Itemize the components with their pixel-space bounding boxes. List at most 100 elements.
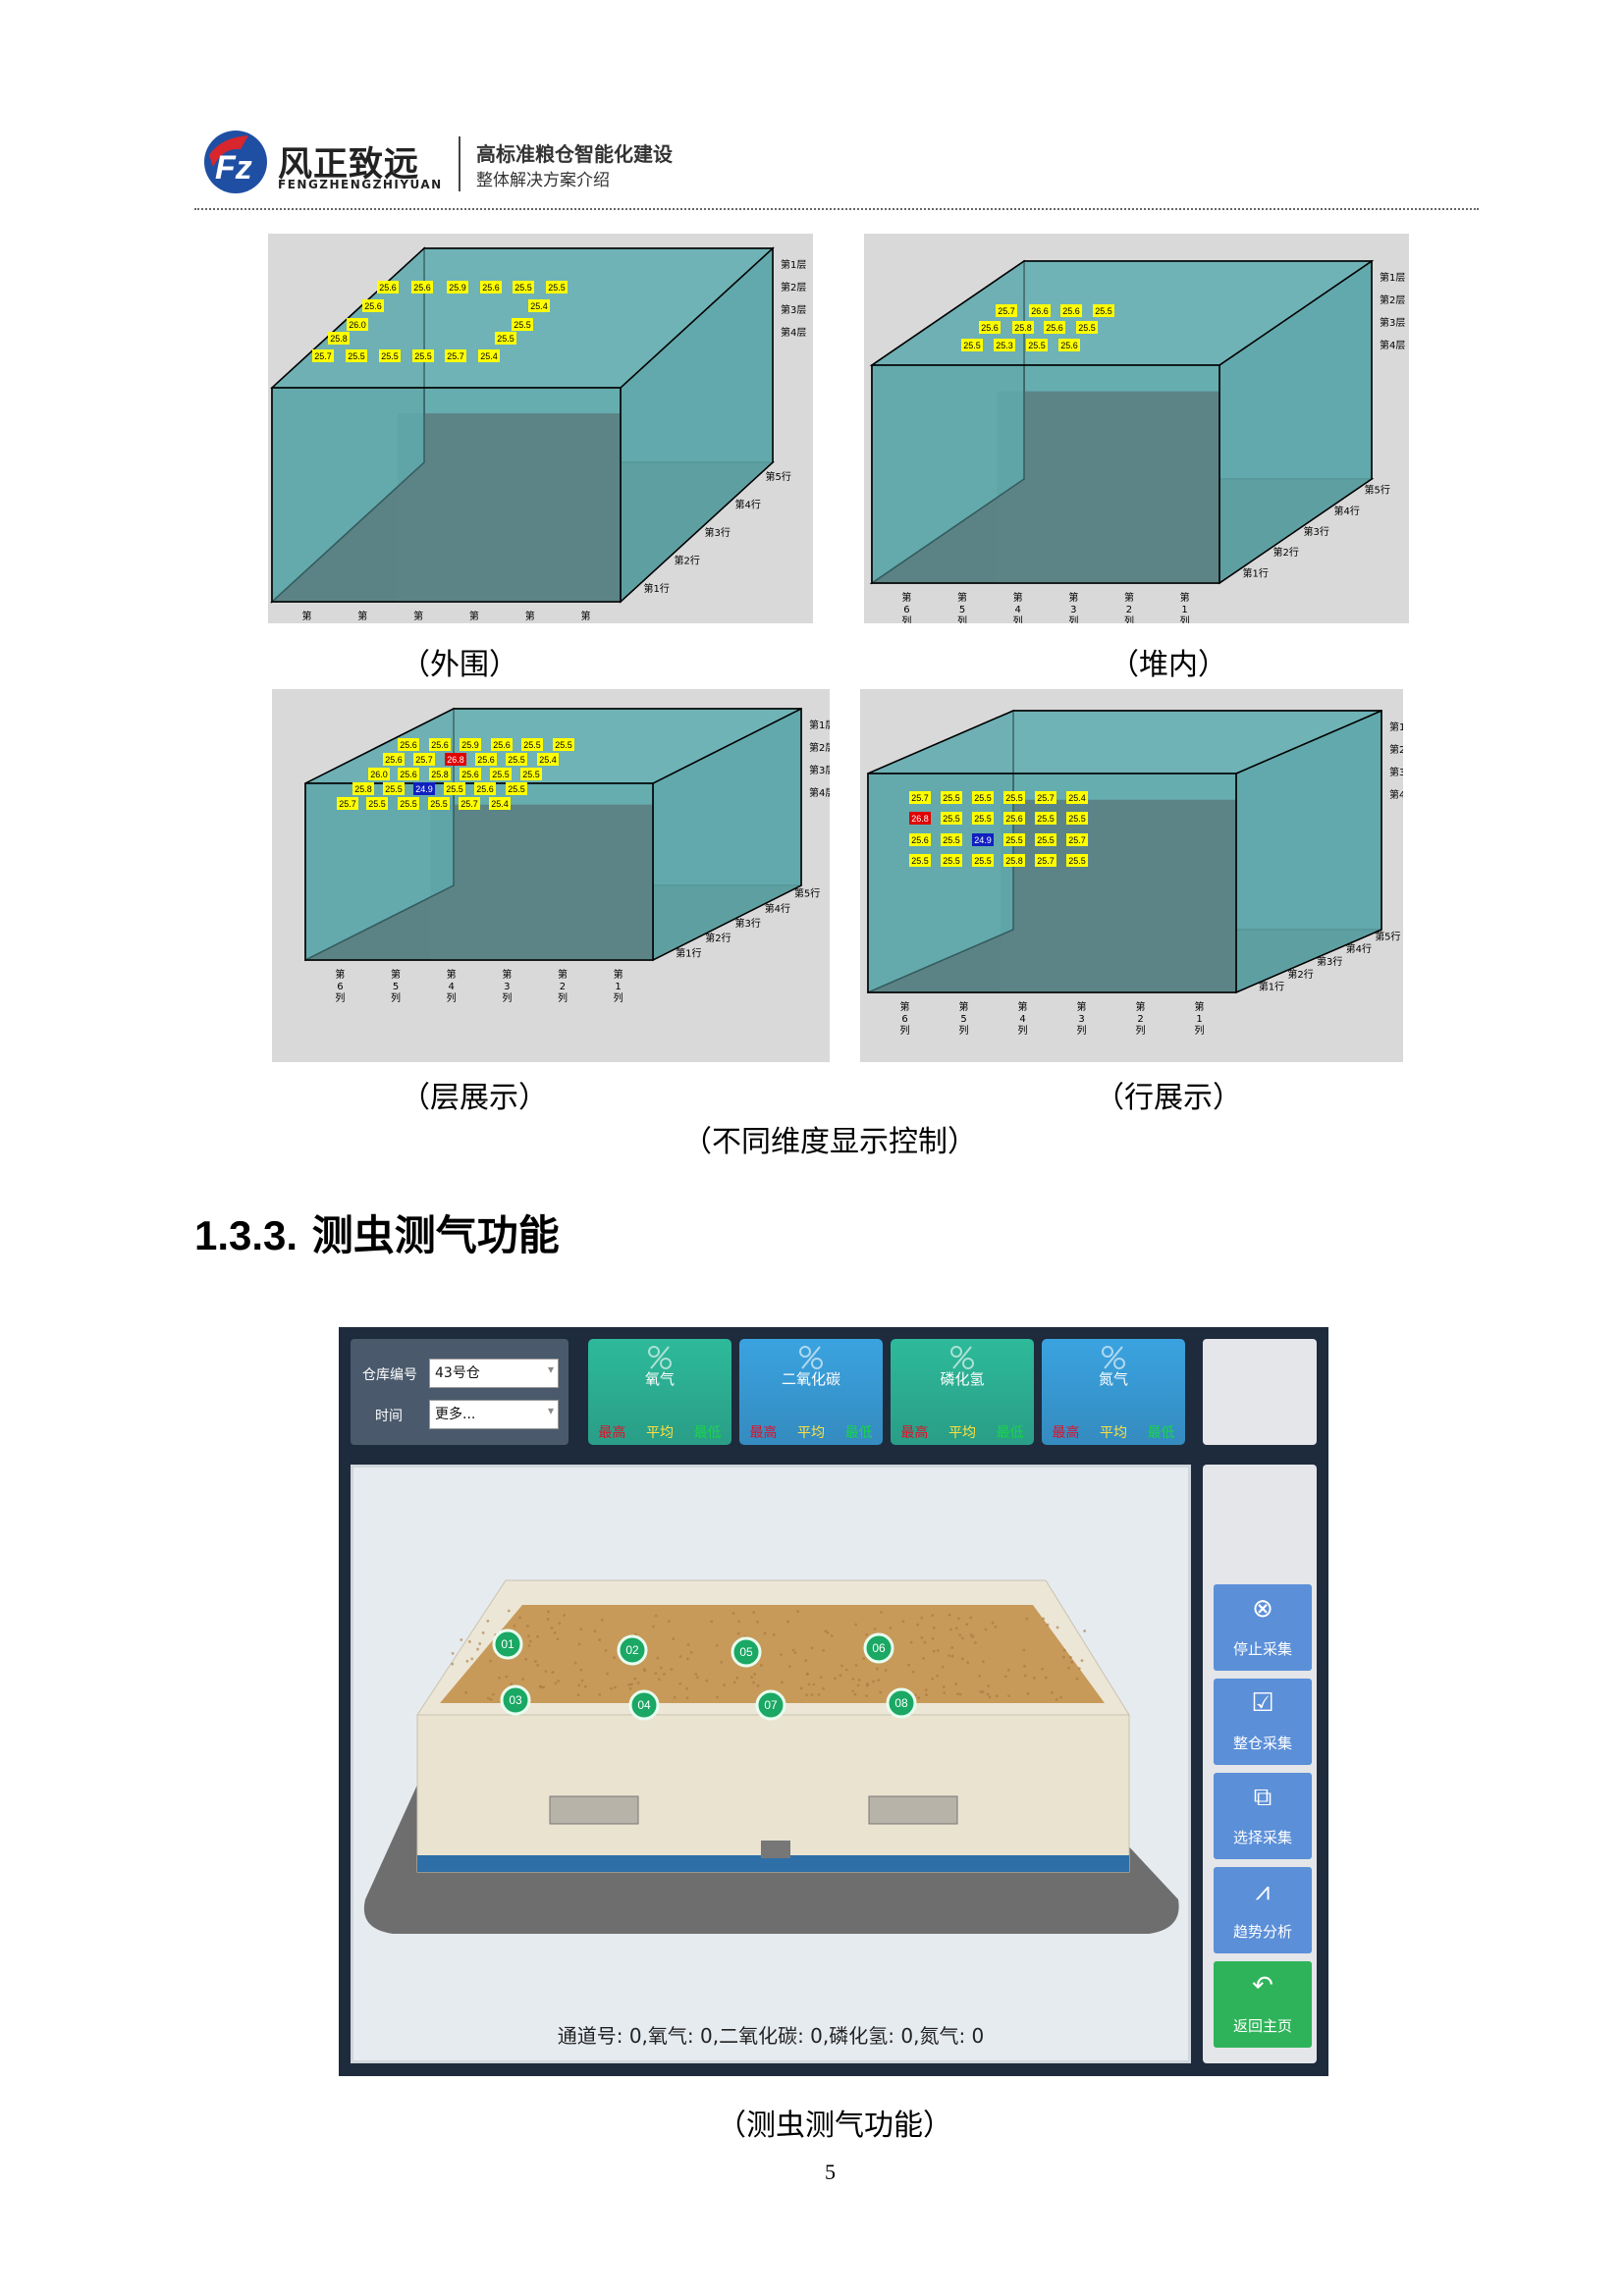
column-label: 第 — [302, 610, 312, 622]
filter-panel: 仓库编号 43号仓 时间 更多... — [351, 1339, 568, 1445]
svg-text:25.4: 25.4 — [491, 799, 509, 809]
sensor-point[interactable]: 06 — [865, 1634, 893, 1662]
temp-tag: 26.6 — [1029, 304, 1051, 317]
temp-tag: 25.5 — [520, 768, 542, 780]
row-label: 第2行 — [1287, 968, 1313, 981]
row-label: 第5行 — [794, 887, 820, 900]
temp-tag: 25.6 — [362, 299, 384, 312]
sensor-point[interactable]: 04 — [630, 1691, 658, 1719]
stat-max: 最高 — [1052, 1422, 1079, 1442]
svg-text:25.5: 25.5 — [943, 856, 960, 866]
svg-text:26.0: 26.0 — [370, 770, 388, 779]
stat-avg: 平均 — [948, 1422, 976, 1442]
section-number: 1.3.3. — [194, 1212, 298, 1258]
row-label: 第4行 — [735, 499, 761, 511]
column-label: 3 — [504, 982, 510, 992]
svg-text:25.6: 25.6 — [1062, 306, 1080, 316]
temp-tag: 25.5 — [1076, 321, 1098, 334]
svg-text:25.9: 25.9 — [449, 283, 466, 293]
box-front-face — [272, 388, 621, 602]
gas-card[interactable]: 氧气 最高平均最低 — [588, 1339, 731, 1445]
layer-label: 第4层 — [809, 786, 830, 799]
svg-text:25.6: 25.6 — [493, 740, 511, 750]
sensor-point[interactable]: 08 — [888, 1689, 915, 1717]
temp-tag: 25.4 — [489, 797, 511, 810]
svg-text:25.7: 25.7 — [998, 306, 1015, 316]
temp-tag: 25.6 — [491, 738, 513, 751]
svg-text:25.5: 25.5 — [974, 793, 992, 803]
gas-card[interactable]: 二氧化碳 最高平均最低 — [739, 1339, 883, 1445]
temp-tag: 25.5 — [506, 782, 527, 795]
figure-row: 25.725.525.525.525.725.426.825.525.525.6… — [860, 689, 1403, 1062]
action-button[interactable]: ⩘趋势分析 — [1214, 1867, 1312, 1953]
temp-tag: 25.4 — [1066, 791, 1088, 804]
temp-tag: 25.8 — [429, 768, 451, 780]
row-label: 第4行 — [1334, 505, 1360, 517]
svg-text:25.5: 25.5 — [385, 784, 403, 794]
svg-text:25.5: 25.5 — [555, 740, 572, 750]
temp-tag: 26.0 — [368, 768, 390, 780]
temp-tag: 25.5 — [972, 791, 994, 804]
action-button[interactable]: ↶返回主页 — [1214, 1961, 1312, 2048]
layer-label: 第1层 — [1380, 271, 1405, 284]
stop-icon: ⊗ — [1214, 1594, 1312, 1624]
temp-tag: 25.5 — [941, 812, 962, 825]
action-button[interactable]: ⊗停止采集 — [1214, 1584, 1312, 1671]
temp-tag: 25.7 — [445, 349, 466, 362]
layer-label: 第1层 — [781, 258, 806, 271]
column-label: 列 — [1195, 1024, 1205, 1037]
stat-max: 最高 — [900, 1422, 928, 1442]
section-title: 测虫测气功能 — [312, 1211, 560, 1259]
row-label: 第4行 — [1346, 942, 1372, 955]
column-label: 第 — [502, 968, 512, 981]
sensor-point[interactable]: 02 — [619, 1636, 646, 1664]
svg-text:25.6: 25.6 — [981, 323, 999, 333]
column-label: 第 — [900, 1000, 910, 1013]
temp-tag: 25.5 — [506, 753, 527, 766]
action-button[interactable]: ☑整仓采集 — [1214, 1679, 1312, 1765]
column-label: 第 — [413, 610, 423, 622]
column-label: 列 — [959, 1024, 969, 1037]
temp-tag: 24.9 — [413, 782, 435, 795]
svg-text:25.5: 25.5 — [911, 856, 929, 866]
sensor-point[interactable]: 05 — [732, 1638, 760, 1666]
stat-avg: 平均 — [797, 1422, 825, 1442]
column-label: 列 — [558, 991, 568, 1004]
row-label: 第3行 — [735, 917, 761, 930]
time-select[interactable]: 更多... — [429, 1400, 559, 1429]
header-divider — [459, 136, 460, 191]
column-label: 1 — [1196, 1014, 1202, 1025]
sensor-point[interactable]: 03 — [502, 1686, 529, 1714]
layer-label: 第4层 — [1389, 788, 1403, 801]
caption-ui: （测虫测气功能） — [717, 2101, 952, 2144]
gas-name: 氮气 — [1042, 1368, 1185, 1389]
temp-tag: 25.5 — [366, 797, 388, 810]
column-label: 第 — [469, 610, 479, 622]
svg-text:24.9: 24.9 — [974, 835, 992, 845]
row-label: 第1行 — [676, 946, 701, 959]
sensor-point[interactable]: 07 — [757, 1691, 785, 1719]
gas-card[interactable]: 氮气 最高平均最低 — [1042, 1339, 1185, 1445]
temp-tag: 25.5 — [444, 782, 465, 795]
temp-tag: 25.6 — [411, 281, 433, 294]
svg-text:25.5: 25.5 — [446, 784, 463, 794]
action-button[interactable]: ⧉选择采集 — [1214, 1773, 1312, 1859]
gas-card[interactable]: 磷化氢 最高平均最低 — [891, 1339, 1034, 1445]
caption-outer: （外围） — [401, 640, 518, 683]
box-front-face — [868, 774, 1236, 992]
row-label: 第2行 — [705, 932, 731, 944]
column-label: 6 — [337, 982, 343, 992]
caption-row: （行展示） — [1095, 1073, 1242, 1116]
svg-text:25.6: 25.6 — [364, 301, 382, 311]
action-button-label: 整仓采集 — [1214, 1733, 1312, 1753]
svg-text:04: 04 — [637, 1698, 651, 1712]
stat-min: 最低 — [845, 1422, 873, 1442]
sensor-point[interactable]: 01 — [494, 1630, 521, 1658]
warehouse-select[interactable]: 43号仓 — [429, 1359, 559, 1388]
svg-text:25.6: 25.6 — [413, 283, 431, 293]
figure-outer: 25.625.625.925.625.525.525.625.426.025.5… — [268, 234, 813, 623]
svg-text:25.4: 25.4 — [480, 351, 498, 361]
layer-label: 第4层 — [781, 326, 806, 339]
temp-tag: 25.6 — [398, 768, 419, 780]
svg-text:25.5: 25.5 — [348, 351, 365, 361]
